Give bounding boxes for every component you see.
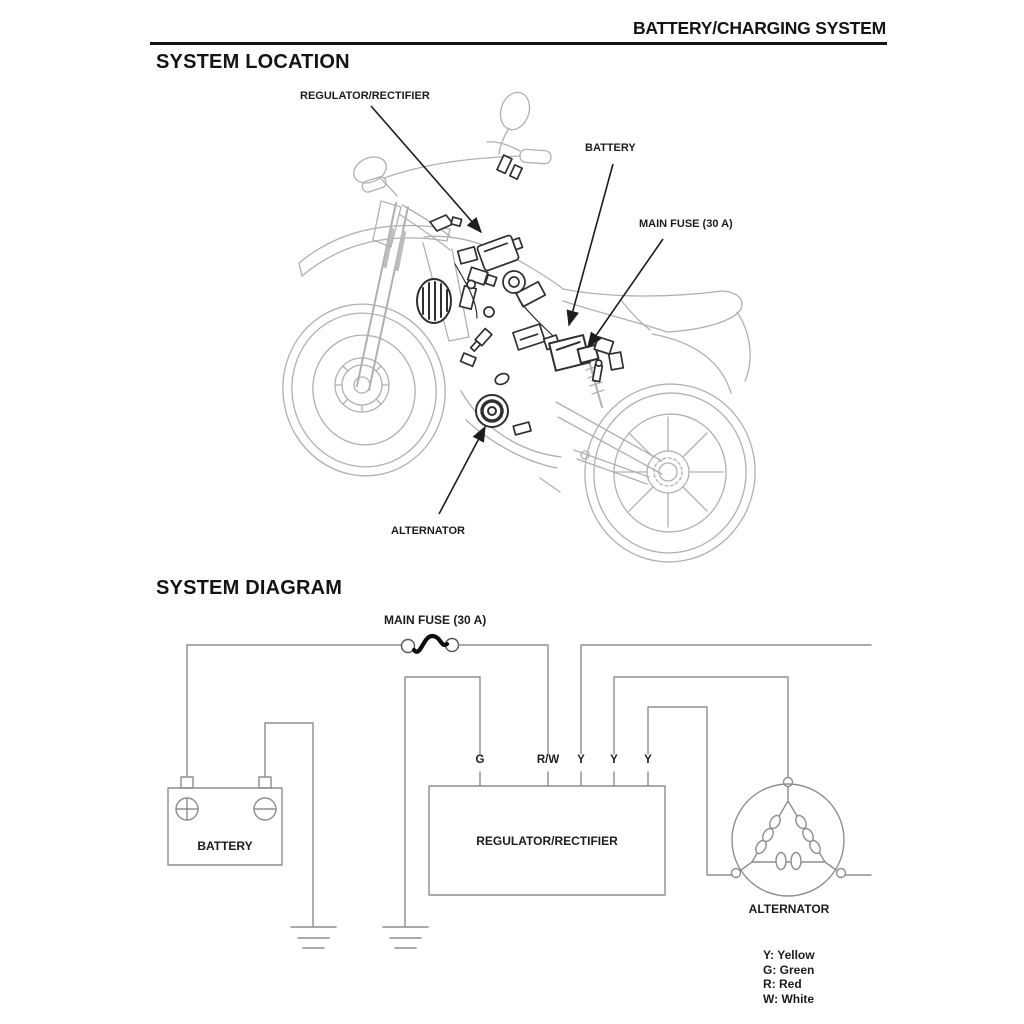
- diagram-alternator-label: ALTERNATOR: [748, 902, 830, 916]
- fuse-component: [576, 344, 600, 364]
- mirrors: [353, 91, 531, 197]
- wire-g-to-ground: [404, 676, 481, 928]
- battery-component: [548, 334, 591, 372]
- section-heading-system-diagram: SYSTEM DIAGRAM: [156, 577, 343, 599]
- arrow-main-fuse: [587, 238, 664, 349]
- callout-label-main-fuse: MAIN FUSE (30 A): [639, 218, 733, 230]
- legend-item-green: G: Green: [763, 962, 815, 977]
- rear-wheel: [584, 383, 756, 563]
- diagram-battery-label: BATTERY: [197, 839, 253, 853]
- ground-symbol: [290, 926, 337, 949]
- arrow-alternator: [438, 425, 486, 515]
- terminal-label-g: G: [475, 754, 485, 766]
- arrow-battery: [566, 163, 614, 327]
- terminal-label-y2: Y: [610, 754, 618, 766]
- legend-item-white: W: White: [763, 991, 815, 1006]
- diagram-main-fuse-label: MAIN FUSE (30 A): [384, 613, 487, 627]
- diagram-regulator-label: REGULATOR/RECTIFIER: [476, 834, 618, 848]
- legend-item-red: R: Red: [763, 977, 802, 992]
- arrow-regulator: [370, 105, 483, 234]
- electrical-components: [416, 154, 625, 436]
- wire-battery-to-ground: [264, 722, 314, 928]
- header-rule: [150, 42, 887, 45]
- fuse-symbol: [400, 633, 460, 654]
- regulator-component: [476, 234, 524, 272]
- wire-color-legend: Y: Yellow G: Green R: Red W: White: [763, 948, 815, 1006]
- battery-symbol: [167, 644, 283, 866]
- terminal-label-y1: Y: [577, 754, 585, 766]
- alternator-component: [475, 394, 509, 428]
- callout-arrows: [370, 105, 664, 515]
- wire-y1: [580, 644, 872, 755]
- ground-symbol-2: [382, 926, 429, 949]
- terminal-label-rw: R/W: [536, 754, 560, 766]
- terminal-label-y3: Y: [644, 754, 652, 766]
- callout-label-regulator: REGULATOR/RECTIFIER: [300, 90, 430, 102]
- section-heading-system-location: SYSTEM LOCATION: [156, 51, 350, 73]
- callout-label-alternator: ALTERNATOR: [391, 525, 465, 537]
- front-wheel: [282, 303, 446, 477]
- wire-y3: [647, 706, 732, 876]
- motorcycle-illustration: [282, 91, 756, 563]
- page-header-title: BATTERY/CHARGING SYSTEM: [632, 18, 886, 38]
- legend-item-yellow: Y: Yellow: [763, 948, 815, 962]
- alternator-symbol: [730, 776, 847, 897]
- wire-fuse-to-rw: [458, 644, 549, 755]
- callout-label-battery: BATTERY: [585, 142, 636, 154]
